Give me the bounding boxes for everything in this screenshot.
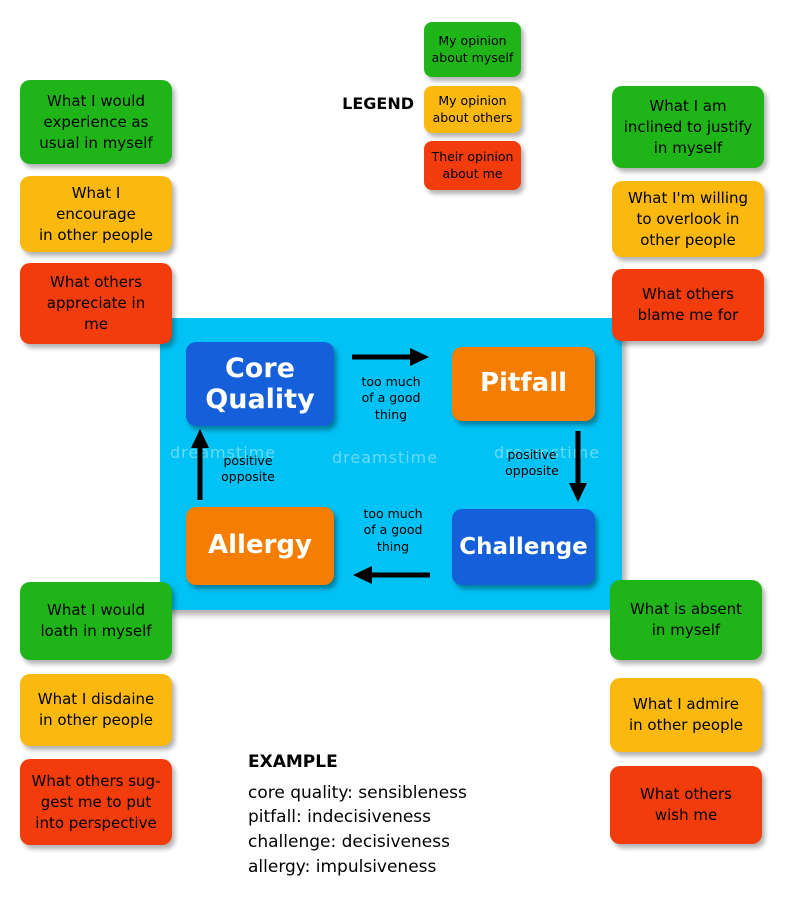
label-positive-opposite-right: positive opposite <box>505 447 559 479</box>
sticky-note-bottom-left-red: What others sug- gest me to put into per… <box>20 759 172 845</box>
sticky-note-top-right-green: What I am inclined to justify in myself <box>612 86 764 168</box>
legend-item-their-opinion-about-me: Their opinion about me <box>424 141 521 190</box>
legend-item-opinion-about-myself: My opinion about myself <box>424 22 521 77</box>
sticky-note-top-right-yellow: What I'm willing to overlook in other pe… <box>612 181 764 257</box>
label-positive-opposite-left: positive opposite <box>221 453 275 485</box>
sticky-note-top-left-yellow: What I encourage in other people <box>20 176 172 252</box>
sticky-note-bottom-left-green: What I would loath in myself <box>20 582 172 660</box>
pitfall-box: Pitfall <box>452 347 595 421</box>
sticky-note-top-left-green: What I would experience as usual in myse… <box>20 80 172 164</box>
example-line-core-quality: core quality: sensibleness <box>248 782 467 803</box>
label-too-much-top: too much of a good thing <box>361 374 421 422</box>
sticky-note-bottom-right-yellow: What I admire in other people <box>610 678 762 752</box>
legend-item-opinion-about-others: My opinion about others <box>424 86 521 133</box>
sticky-note-bottom-left-yellow: What I disdaine in other people <box>20 674 172 746</box>
example-block: EXAMPLE core quality: sensibleness pitfa… <box>248 750 467 879</box>
sticky-note-bottom-right-red: What others wish me <box>610 766 762 844</box>
core-quality-box: Core Quality <box>186 342 334 426</box>
sticky-note-top-right-red: What others blame me for <box>612 269 764 341</box>
example-line-challenge: challenge: decisiveness <box>248 831 450 852</box>
example-line-allergy: allergy: impulsiveness <box>248 856 437 877</box>
sticky-note-bottom-right-green: What is absent in myself <box>610 580 762 660</box>
example-line-pitfall: pitfall: indecisiveness <box>248 807 432 828</box>
allergy-box: Allergy <box>186 507 334 585</box>
challenge-box: Challenge <box>452 509 595 585</box>
example-title: EXAMPLE <box>248 752 338 772</box>
legend-title: LEGEND <box>342 94 414 113</box>
sticky-note-top-left-red: What others appreciate in me <box>20 263 172 344</box>
label-too-much-bottom: too much of a good thing <box>363 506 423 554</box>
